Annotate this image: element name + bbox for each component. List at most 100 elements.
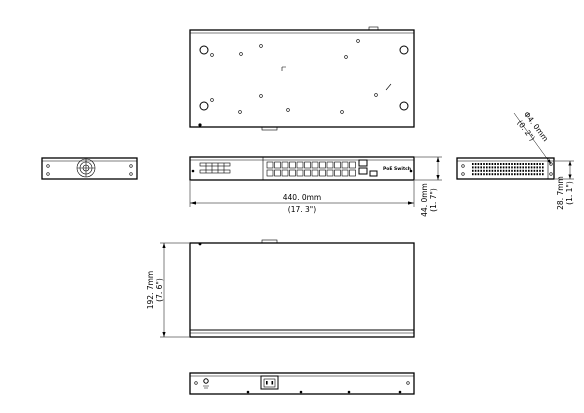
top-view bbox=[189, 26, 415, 131]
depth-dimension: 192. 7mm (7. 6") bbox=[146, 242, 189, 338]
vent-slot bbox=[480, 163, 482, 165]
rj45-port bbox=[319, 169, 326, 177]
vent-slot bbox=[519, 173, 522, 176]
vent-slot bbox=[472, 169, 474, 172]
left-side-view bbox=[41, 157, 138, 180]
hole-diameter-callout: Φ4. 0mm (0. 2") bbox=[513, 110, 552, 165]
rj45-port bbox=[326, 161, 334, 169]
vent-slot bbox=[542, 173, 544, 176]
vent-slot bbox=[491, 169, 494, 172]
rj45-port bbox=[281, 161, 289, 169]
rj45-port bbox=[341, 161, 349, 169]
rj45-port bbox=[304, 161, 311, 169]
vent-slot bbox=[516, 166, 519, 169]
vent-slot bbox=[539, 163, 541, 165]
vent-slot bbox=[505, 163, 508, 165]
rj45-port bbox=[334, 161, 341, 169]
vent-slot bbox=[505, 169, 508, 172]
vent-slot bbox=[522, 173, 524, 176]
vent-slot bbox=[530, 169, 533, 172]
vent-slot bbox=[508, 166, 510, 169]
vent-slot bbox=[533, 163, 536, 165]
ground-screw-icon bbox=[203, 378, 209, 384]
rj45-port bbox=[326, 169, 334, 177]
vent-slot bbox=[480, 166, 482, 169]
vent-slot bbox=[536, 163, 538, 165]
vent-slot bbox=[539, 169, 541, 172]
vent-slot bbox=[505, 173, 508, 176]
vent-slot bbox=[488, 166, 491, 169]
vent-slot bbox=[530, 166, 533, 169]
vent-slot bbox=[533, 169, 536, 172]
rj45-port bbox=[349, 161, 356, 169]
vent-slot bbox=[536, 169, 538, 172]
rj45-port bbox=[266, 161, 274, 169]
vent-slot bbox=[502, 173, 505, 176]
vent-slot bbox=[483, 169, 485, 172]
vent-slot bbox=[477, 169, 480, 172]
vent-slot bbox=[494, 169, 496, 172]
rj45-port bbox=[274, 169, 281, 177]
vent-slot bbox=[511, 169, 513, 172]
rj45-port bbox=[311, 161, 319, 169]
rj45-port bbox=[289, 161, 296, 169]
vent-slot bbox=[542, 169, 544, 172]
right-side-view bbox=[456, 157, 555, 180]
vent-slot bbox=[483, 163, 485, 165]
sfp-ports bbox=[358, 159, 368, 175]
vent-slot bbox=[497, 173, 499, 176]
vent-slot bbox=[508, 163, 510, 165]
vent-slot bbox=[511, 173, 513, 176]
vent-slot bbox=[508, 173, 510, 176]
vent-slot bbox=[477, 163, 480, 165]
rj45-port bbox=[266, 169, 274, 177]
depth-in-label: (7. 6") bbox=[155, 278, 164, 302]
vent-slot bbox=[474, 166, 477, 169]
vent-slot bbox=[497, 169, 499, 172]
vent-slot bbox=[486, 169, 488, 172]
vent-slot bbox=[502, 169, 505, 172]
rear-view bbox=[189, 372, 415, 395]
rj45-port bbox=[281, 169, 289, 177]
vent-slot bbox=[474, 169, 477, 172]
height-mm-label: 44. 0mm bbox=[420, 183, 429, 217]
vent-slot bbox=[500, 163, 502, 165]
height-dimension: 44. 0mm (1. 7") bbox=[415, 156, 442, 217]
vent-slot bbox=[497, 166, 499, 169]
height-in-label: (1. 7") bbox=[429, 188, 438, 212]
vent-slot bbox=[514, 169, 516, 172]
vent-slot bbox=[536, 166, 538, 169]
rj45-port bbox=[304, 169, 311, 177]
side-height-dimension: 28. 7mm (1. 1") bbox=[555, 160, 574, 210]
vent-slot bbox=[522, 166, 524, 169]
rj45-port bbox=[296, 161, 304, 169]
vent-slot bbox=[491, 163, 494, 165]
ventilation-slots bbox=[472, 163, 544, 176]
vent-slot bbox=[502, 166, 505, 169]
vent-slot bbox=[539, 166, 541, 169]
vent-slot bbox=[472, 173, 474, 176]
side-height-mm-label: 28. 7mm bbox=[556, 176, 565, 210]
rj45-port bbox=[296, 169, 304, 177]
vent-slot bbox=[483, 173, 485, 176]
vent-slot bbox=[528, 166, 530, 169]
vent-slot bbox=[516, 169, 519, 172]
vent-slot bbox=[477, 173, 480, 176]
vent-slot bbox=[525, 169, 527, 172]
vent-slot bbox=[539, 173, 541, 176]
vent-slot bbox=[491, 173, 494, 176]
vent-slot bbox=[542, 163, 544, 165]
vent-slot bbox=[528, 163, 530, 165]
vent-slot bbox=[486, 173, 488, 176]
rj45-port-grid bbox=[266, 161, 356, 177]
vent-slot bbox=[542, 166, 544, 169]
vent-slot bbox=[522, 169, 524, 172]
vent-slot bbox=[491, 166, 494, 169]
bottom-view bbox=[189, 239, 415, 338]
vent-slot bbox=[488, 163, 491, 165]
vent-slot bbox=[516, 163, 519, 165]
vent-slot bbox=[500, 173, 502, 176]
vent-slot bbox=[508, 169, 510, 172]
vent-slot bbox=[519, 166, 522, 169]
rj45-port bbox=[289, 169, 296, 177]
